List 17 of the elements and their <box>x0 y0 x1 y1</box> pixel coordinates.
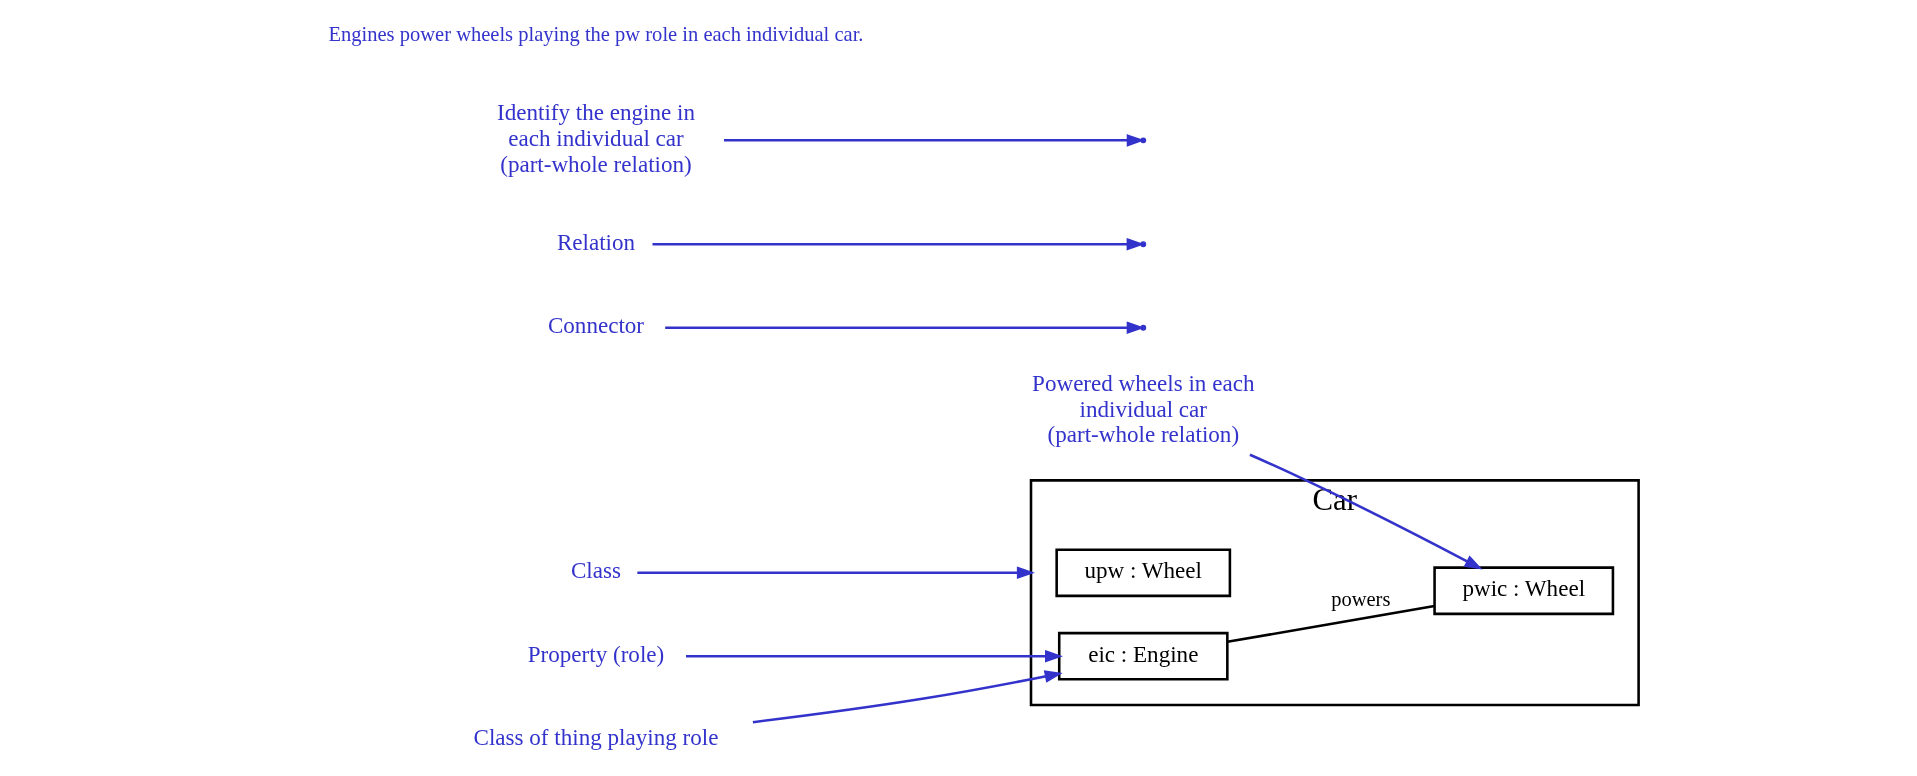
label: Engines power wheels playing the pw role in each individual car. <box>328 23 864 46</box>
connector <box>1227 604 1435 644</box>
node-text: Relation <box>556 228 636 255</box>
node-text: Powered wheels in each individual car (part-whole relation) <box>1032 370 1255 448</box>
arrow <box>686 649 1063 663</box>
edge-label: powers <box>1331 587 1391 610</box>
arrow <box>637 566 1035 580</box>
node-text: Class <box>570 557 621 584</box>
node-text: Identify the engine in each individual car (part-whole relation) <box>496 99 696 177</box>
node-text: Connector <box>547 312 645 339</box>
node-box: upw : Wheel <box>1055 548 1232 598</box>
node-text: Property (role) <box>527 640 665 667</box>
arrow <box>752 670 1063 724</box>
node-box: eic : Engine <box>1057 631 1229 681</box>
arrow <box>1249 453 1483 570</box>
node-text: Class of thing playing role <box>473 724 719 751</box>
node-box: pwic : Wheel <box>1433 566 1615 616</box>
